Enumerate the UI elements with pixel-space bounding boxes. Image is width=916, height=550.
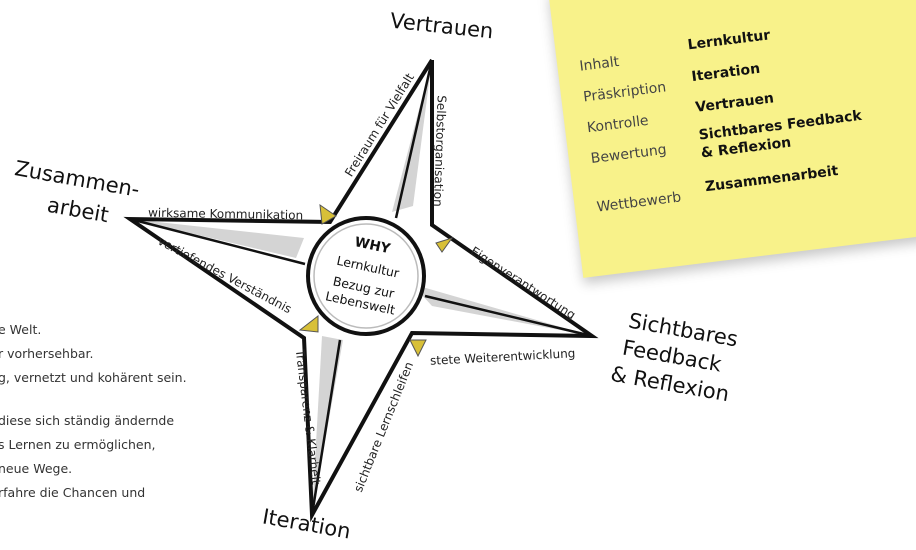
paragraph-line: e Welt. [0, 322, 42, 337]
arrow-tip-icon [319, 203, 337, 225]
center-circle [306, 216, 426, 336]
edge-label: wirksame Kommunikation [147, 205, 304, 223]
center-title: WHY [353, 234, 392, 257]
shade-east [412, 284, 592, 336]
center-circle-inner [313, 223, 419, 329]
paragraph-line: rfahre die Chancen und [0, 485, 146, 500]
arrow-tip-icon [435, 237, 454, 253]
paragraph-line: neue Wege. [0, 461, 73, 476]
paragraph-line: s Lernen zu ermöglichen, [0, 437, 156, 452]
edge-line [394, 59, 434, 219]
edge-line [424, 294, 593, 338]
shade-west [130, 219, 304, 258]
shade-north [392, 60, 432, 212]
paragraph-line: diese sich ständig ändernde [0, 413, 175, 428]
paragraph-line: r vorhersehbar. [0, 346, 94, 361]
edge-line [310, 339, 342, 516]
arrow-tip-icon [298, 314, 319, 333]
paragraph-line: g, vernetzt und kohärent sein. [0, 370, 187, 385]
arrow-tip-icon [409, 339, 427, 358]
edge-line [129, 217, 306, 266]
